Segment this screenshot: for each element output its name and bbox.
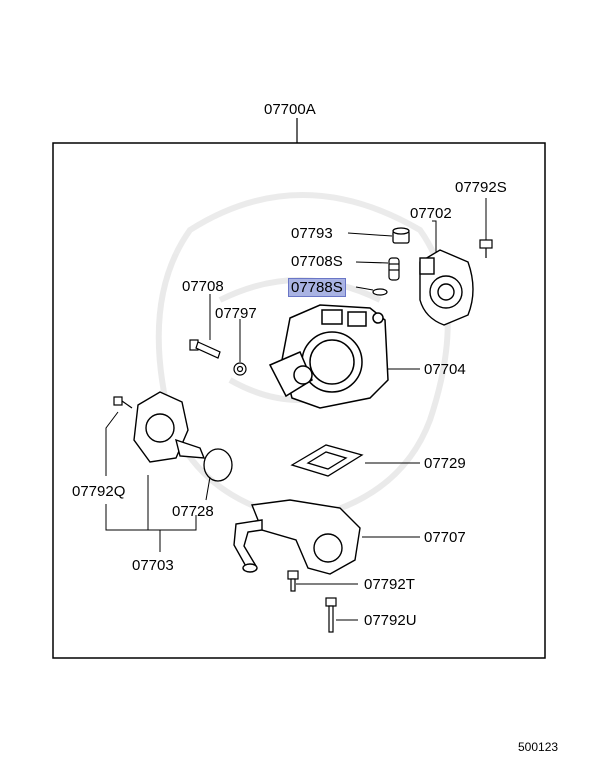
part-07792T-screw [287, 570, 299, 592]
label-07702[interactable]: 07702 [410, 205, 452, 222]
label-07707[interactable]: 07707 [424, 529, 466, 546]
label-07703[interactable]: 07703 [132, 557, 174, 574]
label-07792Q[interactable]: 07792Q [72, 483, 126, 500]
part-07728-oring [203, 448, 233, 482]
label-07708[interactable]: 07708 [182, 278, 224, 295]
label-07729[interactable]: 07729 [424, 455, 466, 472]
label-07793[interactable]: 07793 [291, 225, 333, 242]
leader-lines [105, 198, 487, 621]
label-07797[interactable]: 07797 [215, 305, 257, 322]
part-07708S-sensor [388, 257, 400, 281]
label-07704[interactable]: 07704 [424, 361, 466, 378]
part-07793-cap [392, 227, 410, 244]
label-07728[interactable]: 07728 [172, 503, 214, 520]
part-07704-throttle-body [268, 304, 389, 409]
part-07729-gasket [290, 444, 364, 477]
label-07792T[interactable]: 07792T [364, 576, 415, 593]
label-07700A[interactable]: 07700A [264, 101, 316, 118]
part-07788S-oring [372, 288, 388, 296]
reference-number: 500123 [518, 740, 559, 754]
part-07708-bolt [189, 339, 221, 359]
part-07707-housing [233, 499, 361, 575]
label-07792S[interactable]: 07792S [455, 179, 507, 196]
part-07792U-bolt [325, 597, 337, 633]
label-07708S[interactable]: 07708S [291, 253, 343, 270]
part-07702-tps [419, 249, 474, 326]
part-07797-nut [233, 362, 247, 376]
label-07792U[interactable]: 07792U [364, 612, 417, 629]
assembly-frame [52, 142, 546, 659]
part-07703-isc [133, 391, 206, 463]
label-07788S[interactable]: 07788S [288, 278, 346, 297]
part-07792Q-screw [113, 396, 133, 409]
part-07792S-screw [479, 239, 493, 258]
